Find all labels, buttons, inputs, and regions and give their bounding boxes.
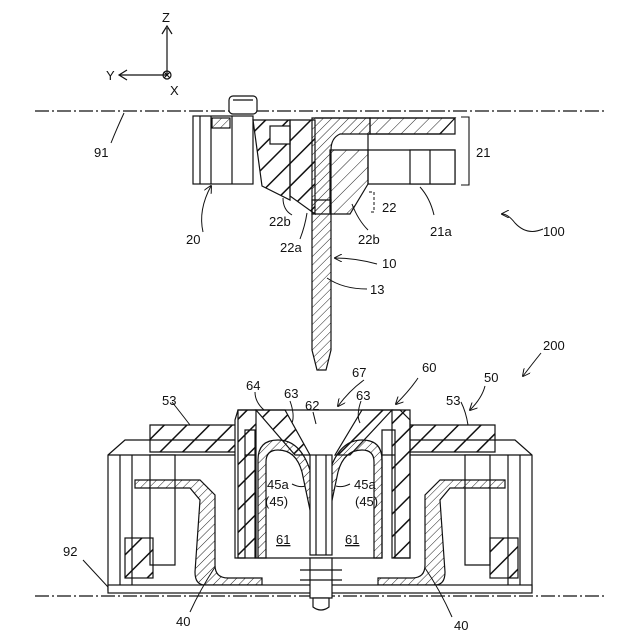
label-22b-left: 22b [269, 214, 291, 229]
label-100: 100 [543, 224, 565, 239]
bottom-post [310, 558, 332, 598]
label-40-left: 40 [176, 614, 190, 629]
label-61-right: 61 [345, 532, 359, 547]
label-200: 200 [543, 338, 565, 353]
label-21a: 21a [430, 224, 452, 239]
label-22: 22 [382, 200, 396, 215]
label-63-right: 63 [356, 388, 370, 403]
label-61-left: 61 [276, 532, 290, 547]
lower-assembly-200 [108, 410, 532, 610]
insulator-wall-64 [238, 410, 256, 558]
label-67: 67 [352, 365, 366, 380]
upper-assembly-100 [193, 96, 455, 370]
label-10: 10 [382, 256, 396, 271]
axis-label-x: X [170, 83, 179, 98]
axis-label-y: Y [106, 68, 115, 83]
center-slot [310, 455, 332, 555]
label-20: 20 [186, 232, 200, 247]
label-60: 60 [422, 360, 436, 375]
housing-right-hatch [370, 118, 455, 134]
label-53-right: 53 [446, 393, 460, 408]
bracket-22 [369, 192, 374, 212]
insulator-center [290, 120, 315, 214]
label-22b-right: 22b [358, 232, 380, 247]
insulator-right [330, 150, 368, 214]
label-50: 50 [484, 370, 498, 385]
label-22a: 22a [280, 240, 302, 255]
corner-block-left [125, 538, 153, 578]
corner-block-right [490, 538, 518, 578]
label-45-right: (45) [355, 494, 378, 509]
label-63-left: 63 [284, 386, 298, 401]
label-13: 13 [370, 282, 384, 297]
label-21: 21 [476, 145, 490, 160]
plate-53-left [150, 425, 240, 452]
label-62: 62 [305, 398, 319, 413]
label-45a-right: 45a [354, 477, 376, 492]
top-pin [229, 96, 257, 114]
plate-53-right [400, 425, 495, 452]
housing-left-hatch [212, 118, 230, 128]
bracket-21 [461, 117, 469, 185]
label-45-left: (45) [265, 494, 288, 509]
insulator-wall-right [392, 410, 410, 558]
pin-13 [312, 200, 331, 370]
label-91: 91 [94, 145, 108, 160]
label-45a-left: 45a [267, 477, 289, 492]
axis-label-z: Z [162, 10, 170, 25]
label-64: 64 [246, 378, 260, 393]
coordinate-axes [119, 26, 172, 80]
label-53-left: 53 [162, 393, 176, 408]
label-40-right: 40 [454, 618, 468, 633]
label-92: 92 [63, 544, 77, 559]
